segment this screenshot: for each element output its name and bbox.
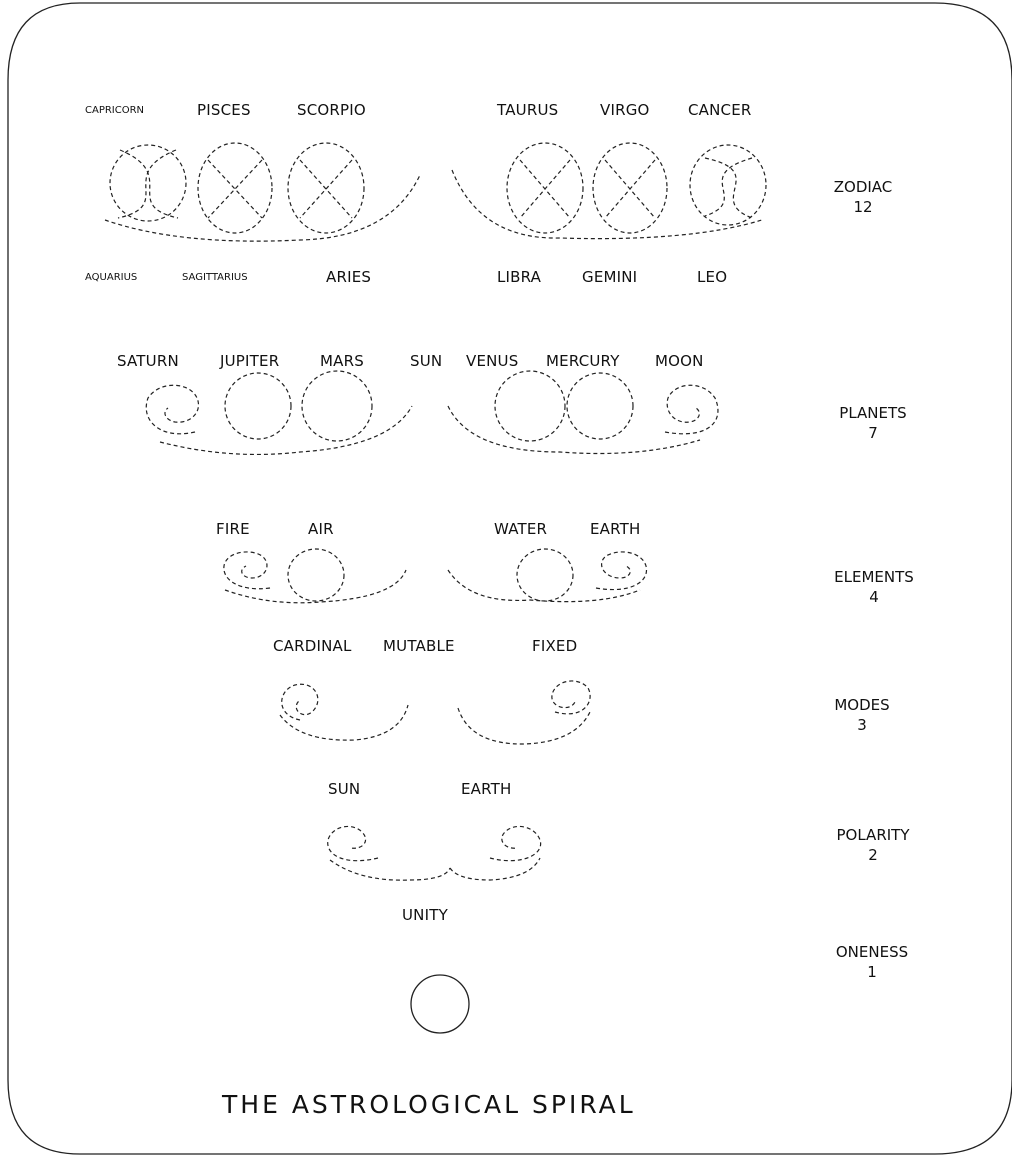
mode-glyphs — [280, 681, 590, 744]
category-name: PLANETS — [798, 403, 948, 423]
virgo-gemini-glyph — [593, 143, 667, 233]
zodiac-bottom-label: LEO — [697, 268, 727, 286]
mode-label: FIXED — [532, 637, 577, 655]
planets-left-arc — [160, 406, 412, 454]
taurus-libra-glyph — [507, 143, 583, 233]
polarity-left-arc — [330, 860, 450, 880]
zodiac-bottom-label: SAGITTARIUS — [182, 272, 248, 283]
cancer-leo-glyph — [690, 145, 766, 225]
diagram-title: THE ASTROLOGICAL SPIRAL — [222, 1090, 636, 1119]
element-label: WATER — [494, 520, 547, 538]
zodiac-bottom-label: GEMINI — [582, 268, 637, 286]
category-count: 2 — [798, 845, 948, 865]
mercury-circle — [567, 373, 633, 439]
mars-circle — [302, 371, 372, 441]
planet-label: JUPITER — [220, 352, 279, 370]
zodiac-glyphs — [105, 143, 766, 241]
planet-label: SATURN — [117, 352, 179, 370]
planet-glyphs — [146, 371, 718, 454]
zodiac-top-label: CANCER — [688, 101, 752, 119]
polarity-label: SUN — [328, 780, 360, 798]
category-name: MODES — [787, 695, 937, 715]
water-circle — [517, 549, 573, 601]
element-glyphs — [224, 549, 647, 603]
polarity-label: EARTH — [461, 780, 512, 798]
category-count: 3 — [787, 715, 937, 735]
element-label: FIRE — [216, 520, 250, 538]
planet-label: MERCURY — [546, 352, 620, 370]
category-polarity: POLARITY 2 — [798, 825, 948, 865]
category-elements: ELEMENTS 4 — [799, 567, 949, 607]
mode-label: CARDINAL — [273, 637, 352, 655]
category-name: ELEMENTS — [799, 567, 949, 587]
zodiac-bottom-label: ARIES — [326, 268, 371, 286]
pisces-sagittarius-glyph — [198, 143, 272, 233]
category-planets: PLANETS 7 — [798, 403, 948, 443]
category-oneness: ONENESS 1 — [797, 942, 947, 982]
zodiac-right-arc — [452, 170, 762, 239]
cardinal-spiral — [282, 684, 318, 720]
zodiac-top-label: VIRGO — [600, 101, 650, 119]
capricorn-aquarius-glyph — [110, 145, 186, 221]
modes-left-arc — [280, 705, 408, 740]
zodiac-top-label: CAPRICORN — [85, 105, 144, 116]
earth-spiral — [596, 552, 647, 590]
category-count: 4 — [799, 587, 949, 607]
planet-label: VENUS — [466, 352, 518, 370]
earth-polarity-spiral — [490, 826, 541, 860]
element-label: AIR — [308, 520, 334, 538]
polarity-glyphs — [328, 826, 541, 880]
planets-right-arc — [448, 406, 700, 454]
planet-label: MARS — [320, 352, 364, 370]
planet-label: SUN — [410, 352, 442, 370]
planet-label: MOON — [655, 352, 704, 370]
zodiac-top-label: PISCES — [197, 101, 251, 119]
category-count: 7 — [798, 423, 948, 443]
category-count: 1 — [797, 962, 947, 982]
sun-spiral — [328, 826, 378, 860]
category-count: 12 — [788, 197, 938, 217]
scorpio-aries-glyph — [288, 143, 364, 233]
elements-left-arc — [225, 570, 406, 603]
venus-circle — [495, 371, 565, 441]
fire-spiral — [224, 552, 270, 589]
zodiac-bottom-label: AQUARIUS — [85, 272, 137, 283]
element-label: EARTH — [590, 520, 641, 538]
moon-spiral — [665, 385, 718, 434]
category-zodiac: ZODIAC 12 — [788, 177, 938, 217]
category-name: POLARITY — [798, 825, 948, 845]
polarity-right-arc — [450, 858, 540, 880]
category-name: ZODIAC — [788, 177, 938, 197]
mode-label: MUTABLE — [383, 637, 455, 655]
jupiter-circle — [225, 373, 291, 439]
air-circle — [288, 549, 344, 601]
saturn-spiral — [146, 385, 198, 434]
unity-circle — [411, 975, 469, 1033]
zodiac-top-label: TAURUS — [497, 101, 558, 119]
fixed-spiral — [552, 681, 590, 714]
elements-right-arc — [448, 570, 640, 602]
category-name: ONENESS — [797, 942, 947, 962]
zodiac-top-label: SCORPIO — [297, 101, 366, 119]
zodiac-left-arc — [105, 175, 420, 241]
oneness-label: UNITY — [402, 906, 448, 924]
category-modes: MODES 3 — [787, 695, 937, 735]
zodiac-bottom-label: LIBRA — [497, 268, 541, 286]
